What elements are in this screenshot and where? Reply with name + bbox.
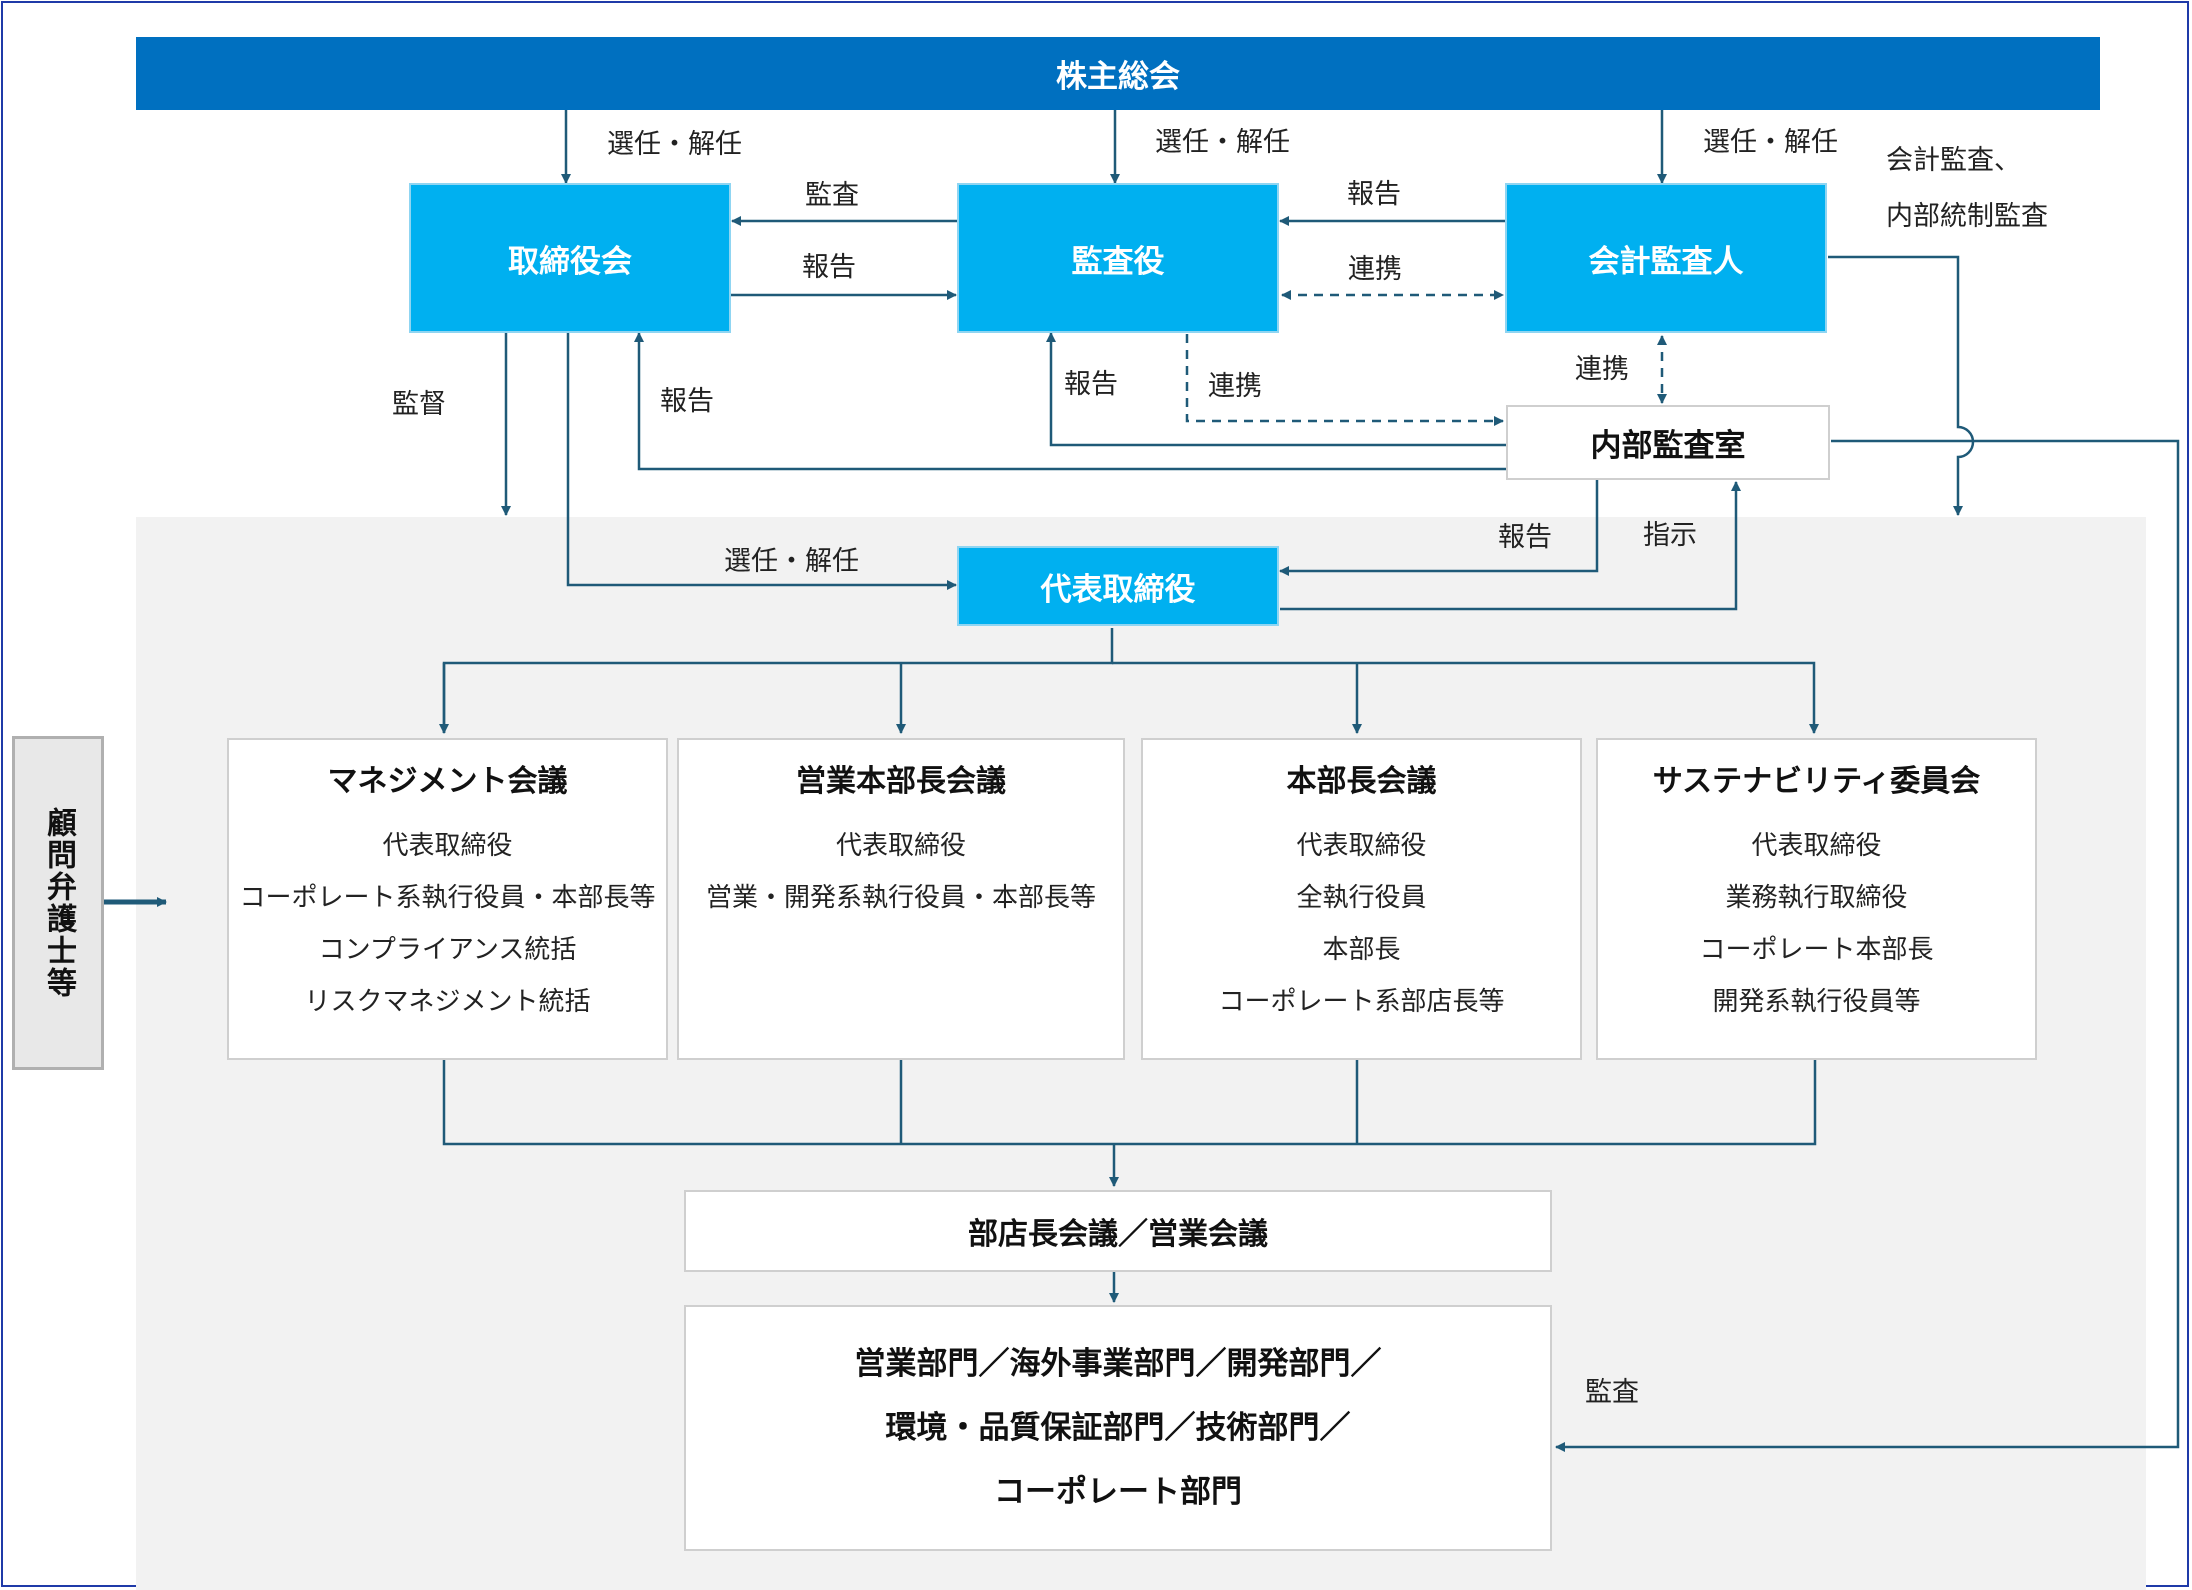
appoint-board-label: 選任・解任 xyxy=(607,129,742,160)
meeting-member: 業務執行取締役 xyxy=(1725,883,1908,913)
internal-audit-office-label: 内部監査室 xyxy=(1590,428,1746,464)
meeting-member: リスクマネジメント統括 xyxy=(304,987,591,1017)
board-of-directors-label: 取締役会 xyxy=(508,243,632,280)
meeting-title: マネジメント会議 xyxy=(327,764,568,799)
meeting-member: 開発系執行役員等 xyxy=(1712,987,1921,1017)
accounting-auditor-label: 会計監査人 xyxy=(1588,243,1744,280)
meeting-member: 代表取締役 xyxy=(382,831,513,861)
internal-audit-office-box: 内部監査室 xyxy=(1506,405,1830,480)
meeting-box-sales: 営業本部長会議 代表取締役 営業・開発系執行役員・本部長等 xyxy=(677,738,1125,1060)
board-to-representative-arrow xyxy=(566,333,957,590)
internal-to-board-label: 報告 xyxy=(660,386,714,417)
meeting-box-division-heads: 本部長会議 代表取締役 全執行役員 本部長 コーポレート系部店長等 xyxy=(1141,738,1582,1060)
accounting-auditor-box: 会計監査人 xyxy=(1505,183,1827,333)
departments-box: 営業部門／海外事業部門／開発部門／ 環境・品質保証部門／技術部門／ コーポレート… xyxy=(684,1305,1552,1551)
meeting-member: 本部長 xyxy=(1322,935,1401,965)
departments-line: 環境・品質保証部門／技術部門／ xyxy=(885,1410,1351,1446)
appoint-accounting-label: 選任・解任 xyxy=(1703,127,1838,158)
appoint-representative-label: 選任・解任 xyxy=(724,546,859,577)
internal-to-representative-report-arrow xyxy=(1279,480,1599,576)
internal-to-auditors-label: 報告 xyxy=(1064,369,1118,400)
representative-to-meetings-bus xyxy=(442,628,1114,733)
branch-meeting-box: 部店長会議／営業会議 xyxy=(684,1190,1552,1272)
advisors-box: 顧問弁護士等 xyxy=(12,736,104,1070)
meeting-member: 代表取締役 xyxy=(835,831,966,861)
branch-meeting-label: 部店長会議／営業会議 xyxy=(968,1217,1268,1252)
meeting-box-management: マネジメント会議 代表取締役 コーポレート系執行役員・本部長等 コンプライアンス… xyxy=(227,738,668,1060)
meeting-member: 代表取締役 xyxy=(1751,831,1882,861)
meeting-member: コーポレート系執行役員・本部長等 xyxy=(239,883,656,913)
appoint-auditors-label: 選任・解任 xyxy=(1155,127,1290,158)
instruction-label: 指示 xyxy=(1643,520,1697,551)
meeting-member: コンプライアンス統括 xyxy=(318,935,577,965)
meeting-member: コーポレート本部長 xyxy=(1699,935,1934,965)
accounting-to-auditors-label: 報告 xyxy=(1347,179,1401,210)
meetings-to-branch-bus xyxy=(442,1060,1817,1146)
board-of-directors-box: 取締役会 xyxy=(409,183,731,333)
meeting-title: 営業本部長会議 xyxy=(796,764,1006,799)
representative-director-label: 代表取締役 xyxy=(1040,571,1196,608)
advisors-label: 顧問弁護士等 xyxy=(41,807,76,999)
internal-to-auditors-report-arrow xyxy=(1046,332,1506,447)
auditors-to-board-label: 監査 xyxy=(805,180,859,211)
auditors-accounting-link-label: 連携 xyxy=(1348,254,1402,285)
representative-director-box: 代表取締役 xyxy=(957,546,1279,626)
departments-line: 営業部門／海外事業部門／開発部門／ xyxy=(854,1346,1382,1382)
meeting-title: 本部長会議 xyxy=(1286,764,1437,799)
board-to-auditors-label: 報告 xyxy=(802,252,856,283)
departments-line: コーポレート部門 xyxy=(994,1474,1242,1510)
meeting-title: サステナビリティ委員会 xyxy=(1652,764,1981,799)
internal-to-representative-label: 報告 xyxy=(1498,522,1552,553)
internal-accounting-link-label: 連携 xyxy=(1575,354,1629,385)
representative-to-internal-instruction-arrow xyxy=(1280,481,1741,611)
shareholders-meeting-box: 株主総会 xyxy=(136,37,2100,110)
internal-auditors-link-arrow xyxy=(1185,334,1504,426)
accounting-audit-label-1: 会計監査、 xyxy=(1886,145,2021,176)
meeting-member: 営業・開発系執行役員・本部長等 xyxy=(705,883,1096,913)
meeting-member: 代表取締役 xyxy=(1296,831,1427,861)
auditors-label: 監査役 xyxy=(1071,243,1165,280)
meeting-box-sustainability: サステナビリティ委員会 代表取締役 業務執行取締役 コーポレート本部長 開発系執… xyxy=(1596,738,2037,1060)
shareholders-meeting-label: 株主総会 xyxy=(1056,59,1180,95)
internal-to-board-report-arrow xyxy=(634,332,1506,471)
accounting-audit-arrow xyxy=(1828,255,1975,516)
internal-to-departments-audit-arrow xyxy=(1555,439,2180,1452)
supervision-label: 監督 xyxy=(392,389,446,420)
meeting-member: 全執行役員 xyxy=(1296,883,1427,913)
internal-auditors-link-label: 連携 xyxy=(1208,371,1262,402)
auditors-box: 監査役 xyxy=(957,183,1279,333)
accounting-audit-label-2: 内部統制監査 xyxy=(1886,201,2048,232)
meeting-member: コーポレート系部店長等 xyxy=(1218,987,1505,1017)
audit-departments-label: 監査 xyxy=(1585,1377,1639,1408)
